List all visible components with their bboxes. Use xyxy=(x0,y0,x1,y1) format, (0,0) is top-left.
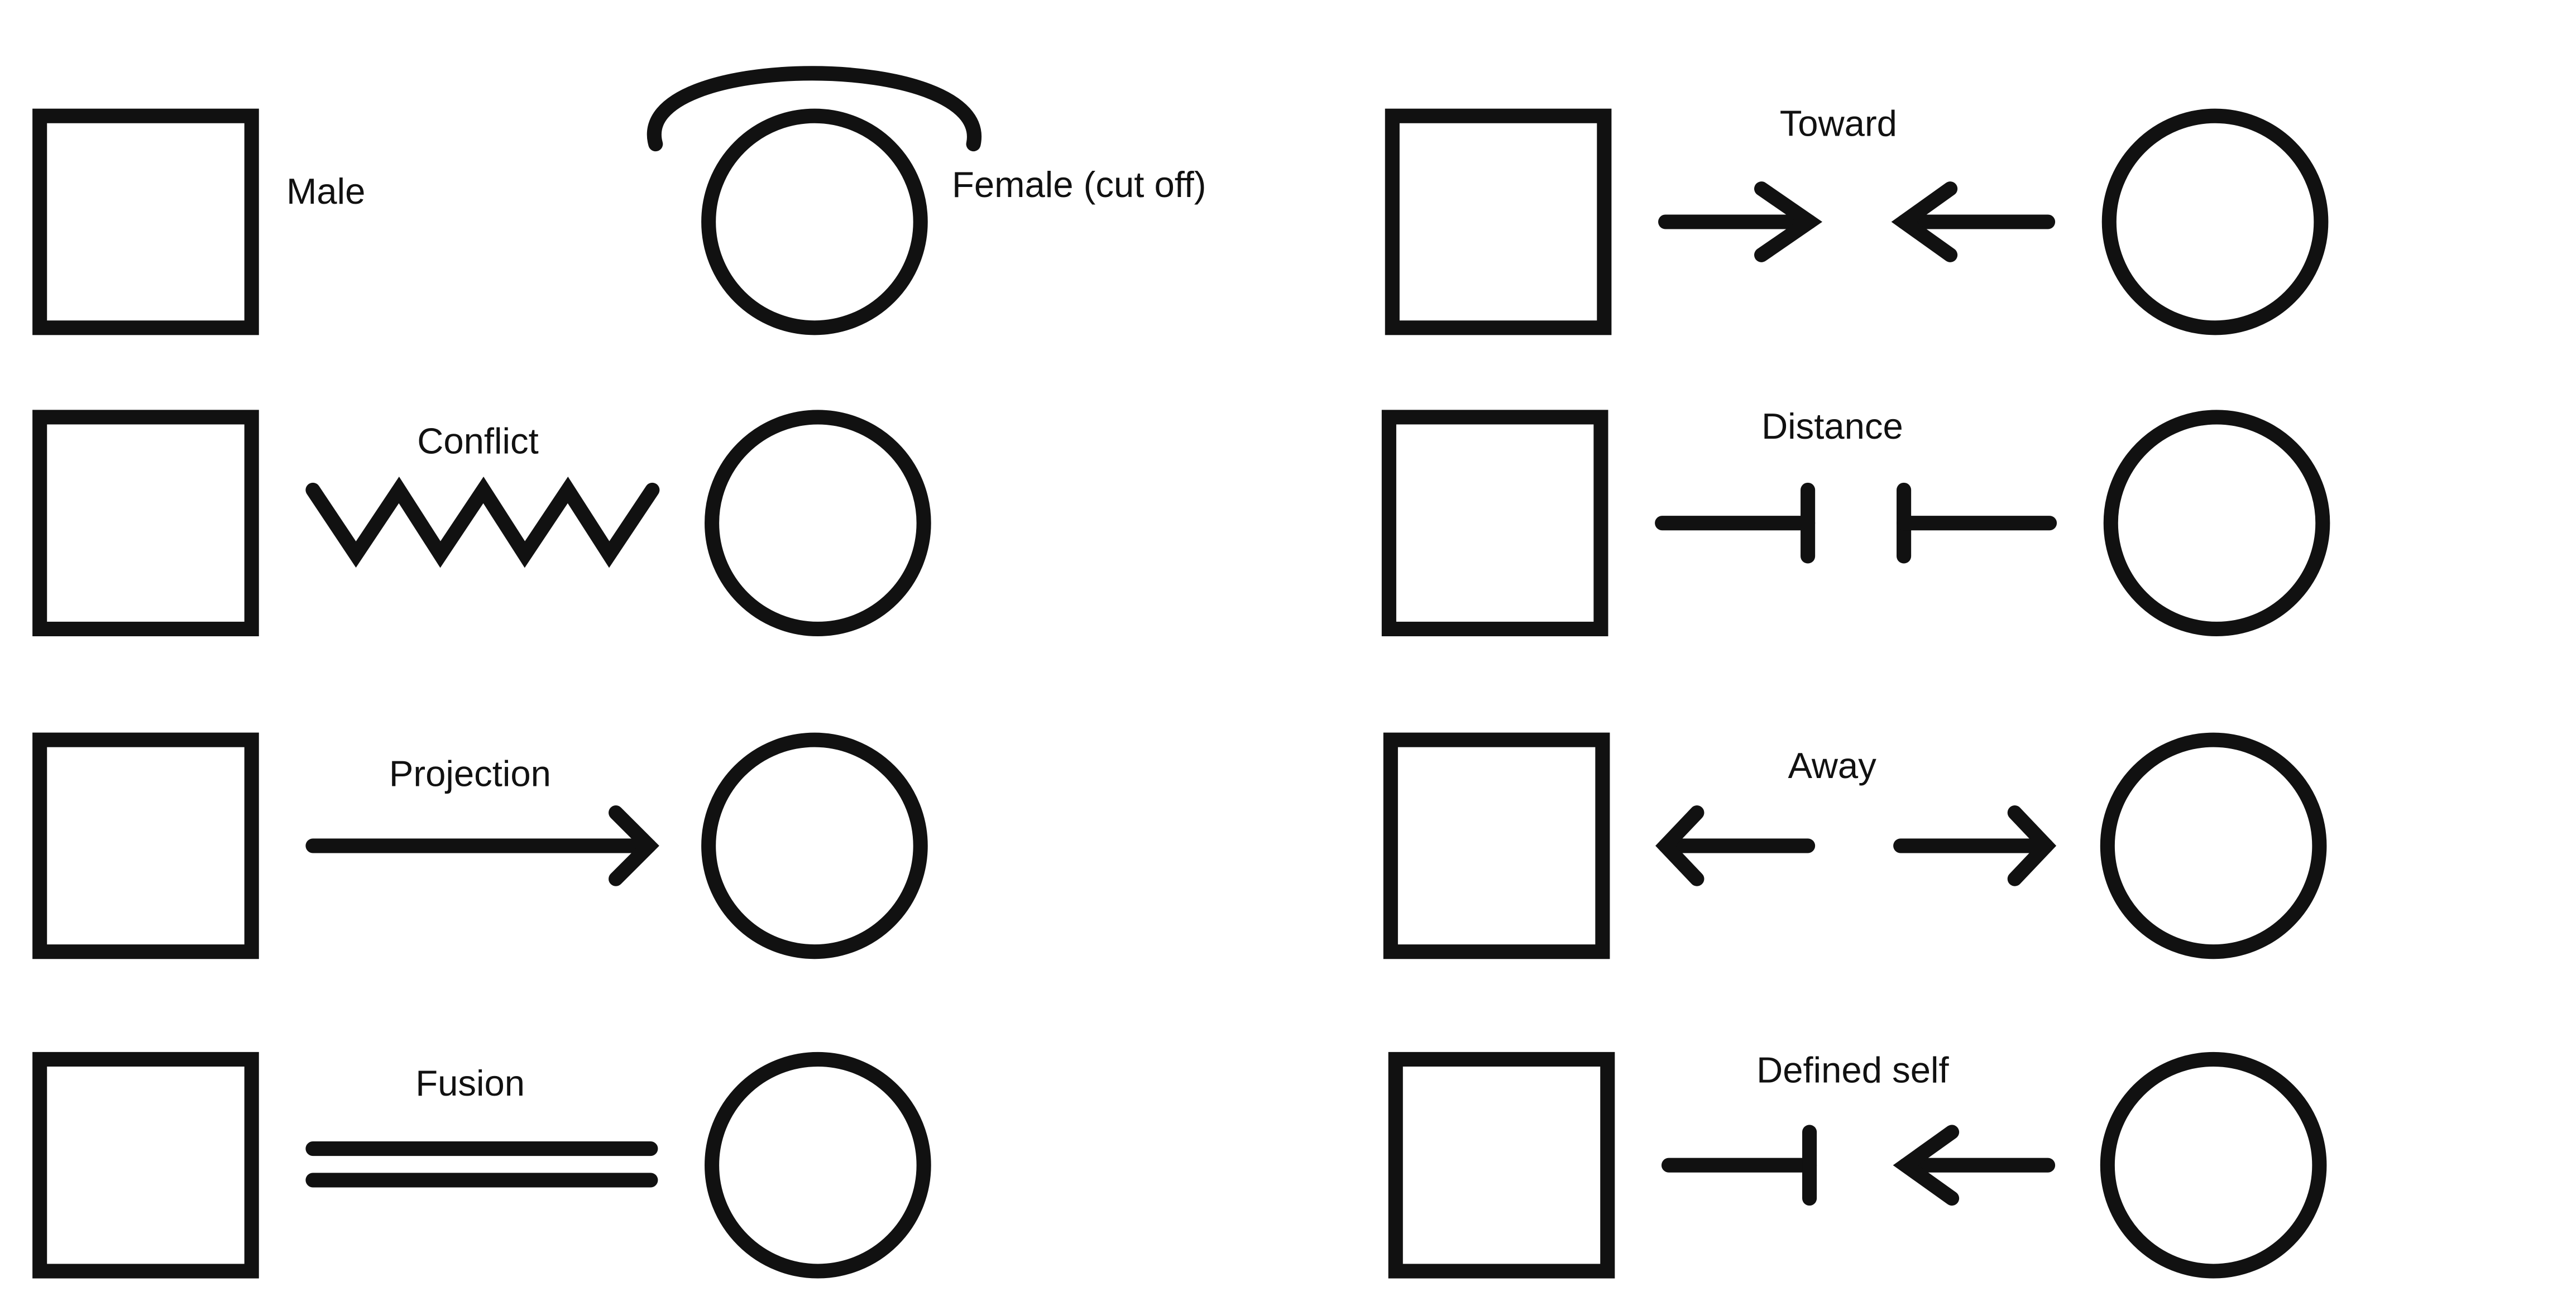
male-square-symbol xyxy=(32,108,259,335)
toward-arrow-left-head xyxy=(1891,181,1958,262)
male-square-symbol xyxy=(32,1052,259,1279)
female-circle-symbol xyxy=(701,732,928,959)
female-circle-symbol xyxy=(705,1052,931,1279)
conflict-label: Conflict xyxy=(417,421,538,462)
defined-self-arrowhead xyxy=(1893,1125,1960,1206)
fusion-label: Fusion xyxy=(415,1063,525,1103)
defined-self-row: Defined self xyxy=(1388,1049,2327,1279)
away-arrow-left-head xyxy=(1655,805,1704,886)
female-circle-symbol xyxy=(2101,108,2329,335)
fusion-row: Fusion xyxy=(32,1052,931,1279)
projection-row: Projection xyxy=(32,732,928,959)
distance-row: Distance xyxy=(1381,406,2330,636)
defined-self-label: Defined self xyxy=(1756,1049,1949,1090)
male-square-symbol xyxy=(1388,1052,1615,1279)
male-square-symbol xyxy=(32,732,259,959)
female-circle-symbol xyxy=(2100,1052,2327,1279)
projection-label: Projection xyxy=(389,753,551,794)
male-square-symbol xyxy=(1383,732,1610,959)
female-cut-off-label: Female (cut off) xyxy=(952,164,1206,205)
toward-row: Toward xyxy=(1385,103,2329,335)
conflict-row: Conflict xyxy=(32,410,931,636)
female-circle-symbol xyxy=(2100,732,2327,959)
cutoff-arc-symbol xyxy=(647,66,981,152)
projection-arrowhead xyxy=(609,805,659,886)
distance-label: Distance xyxy=(1761,406,1903,447)
away-arrow-right-head xyxy=(2007,805,2057,886)
male-square-symbol xyxy=(1381,410,1608,636)
male-label: Male xyxy=(286,171,365,212)
male-female-cutoff-row: Male Female (cut off) xyxy=(32,66,1206,335)
toward-label: Toward xyxy=(1780,103,1897,143)
away-row: Away xyxy=(1383,732,2327,959)
conflict-zigzag-line xyxy=(305,477,660,568)
female-circle-symbol xyxy=(701,108,928,335)
toward-arrow-right-head xyxy=(1754,181,1823,262)
female-circle-symbol xyxy=(2103,410,2330,636)
male-square-symbol xyxy=(32,410,259,636)
away-label: Away xyxy=(1788,745,1877,786)
male-square-symbol xyxy=(1385,108,1612,335)
female-circle-symbol xyxy=(705,410,931,636)
